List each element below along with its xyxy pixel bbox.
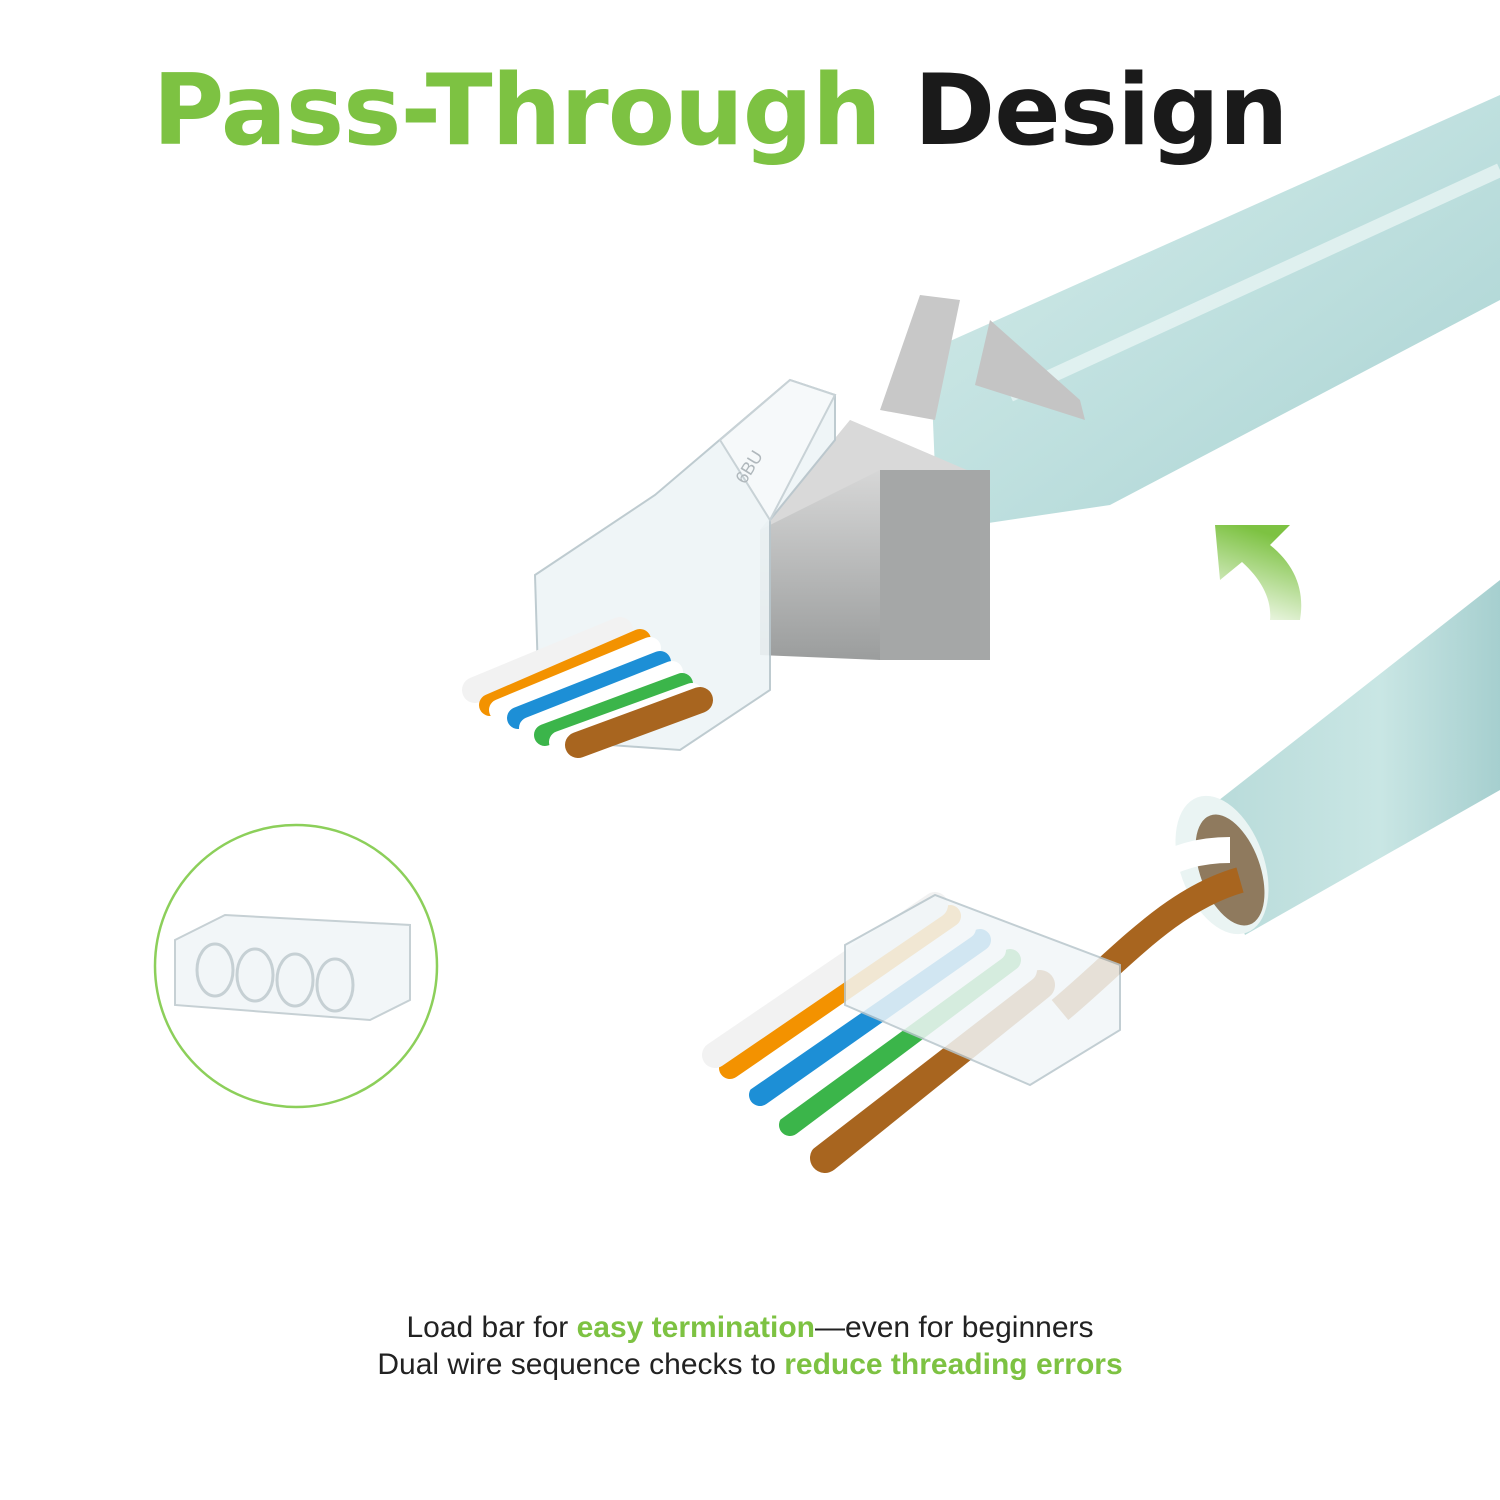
page-title: Pass-Through Design (0, 57, 1440, 166)
caption-line-1-post: —even for beginners (815, 1311, 1094, 1344)
title-highlight: Pass-Through (152, 54, 882, 168)
upper-connector-shield (760, 420, 990, 660)
caption-line-2: Dual wire sequence checks to reduce thre… (0, 1350, 1500, 1380)
caption-line-1-pre: Load bar for (406, 1311, 577, 1344)
title-rest: Design (913, 54, 1289, 168)
caption-line-1: Load bar for easy termination—even for b… (0, 1313, 1500, 1343)
caption-line-1-highlight: easy termination (576, 1311, 816, 1344)
caption-line-2-pre: Dual wire sequence checks to (377, 1348, 785, 1381)
shield-clips (880, 295, 1085, 420)
upper-wires (462, 617, 713, 758)
caption-line-2-highlight: reduce threading errors (784, 1348, 1123, 1381)
lower-load-bar (844, 893, 1121, 1087)
curved-arrow-up-icon (1215, 525, 1302, 620)
load-bar-inset (153, 823, 439, 1109)
upper-cable (930, 95, 1500, 525)
